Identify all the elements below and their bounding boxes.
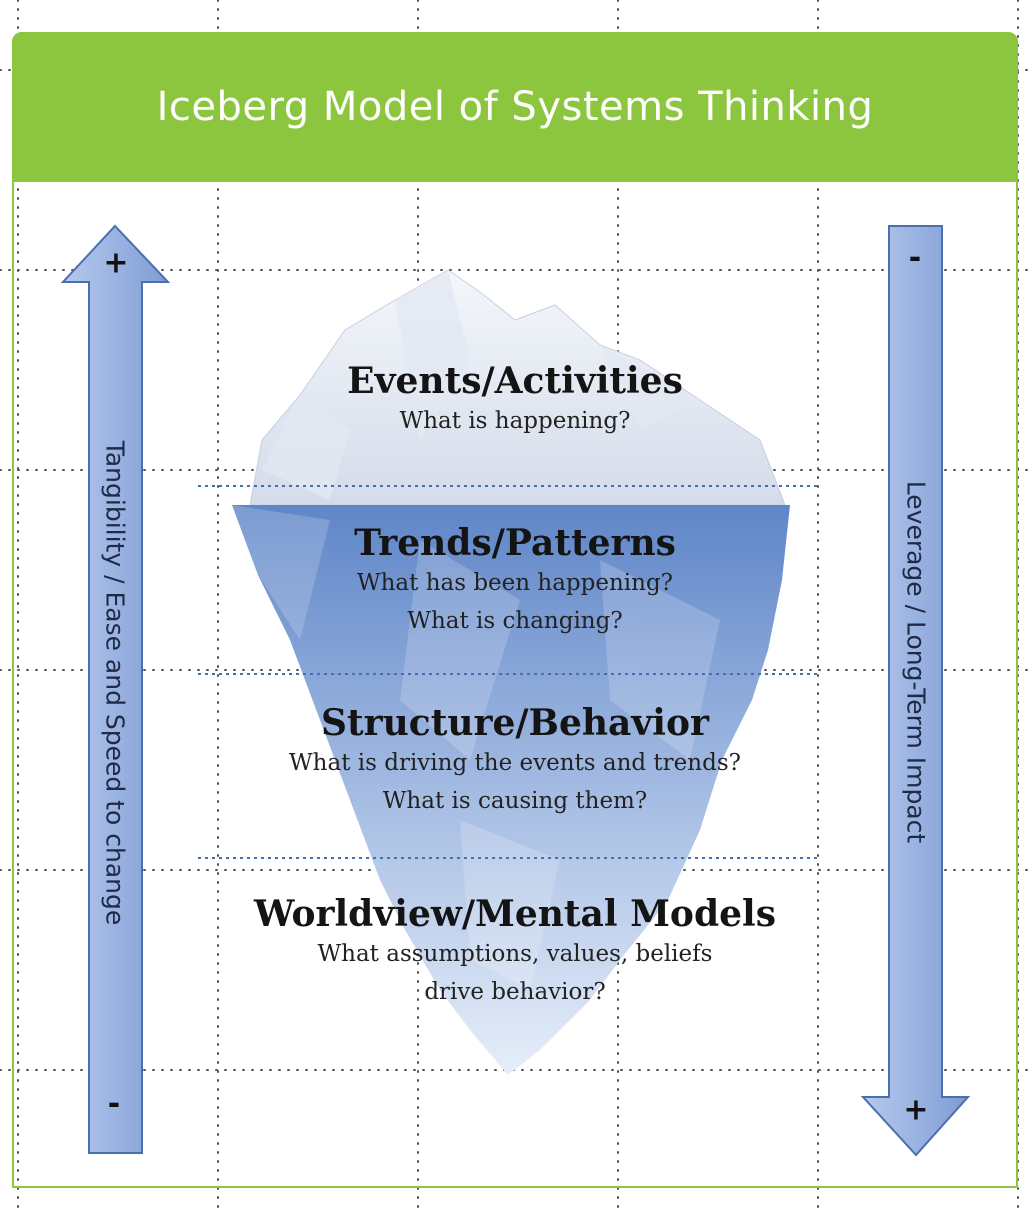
layer-events-question-1: What is happening?: [399, 408, 631, 434]
layer-events: Events/Activities What is happening?: [200, 360, 830, 440]
layer-events-heading: Events/Activities: [347, 360, 683, 402]
left-axis-label: Tangibility / Ease and Speed to change: [100, 440, 130, 926]
left-bottom-minus-sign: -: [107, 1086, 121, 1122]
right-top-minus-sign: -: [908, 240, 922, 276]
layer-structure-heading: Structure/Behavior: [321, 702, 709, 744]
layer-structure: Structure/Behavior What is driving the e…: [200, 702, 830, 820]
layer-trends-heading: Trends/Patterns: [354, 522, 676, 564]
right-bottom-plus-sign: +: [903, 1092, 929, 1128]
title-bar: Iceberg Model of Systems Thinking: [12, 32, 1018, 182]
layer-structure-question-1: What is driving the events and trends?: [289, 750, 741, 776]
layer-worldview: Worldview/Mental Models What assumptions…: [200, 893, 830, 1011]
layer-trends-question-2: What is changing?: [407, 608, 623, 634]
layer-worldview-heading: Worldview/Mental Models: [254, 893, 776, 935]
right-axis-label: Leverage / Long-Term Impact: [901, 480, 931, 844]
layer-worldview-question-1: What assumptions, values, beliefs: [317, 941, 713, 967]
layer-worldview-question-2: drive behavior?: [424, 979, 606, 1005]
layer-trends: Trends/Patterns What has been happening?…: [200, 522, 830, 640]
layer-trends-question-1: What has been happening?: [356, 570, 674, 596]
left-top-plus-sign: +: [103, 245, 129, 281]
layer-structure-question-2: What is causing them?: [382, 788, 648, 814]
diagram-title: Iceberg Model of Systems Thinking: [156, 84, 874, 130]
